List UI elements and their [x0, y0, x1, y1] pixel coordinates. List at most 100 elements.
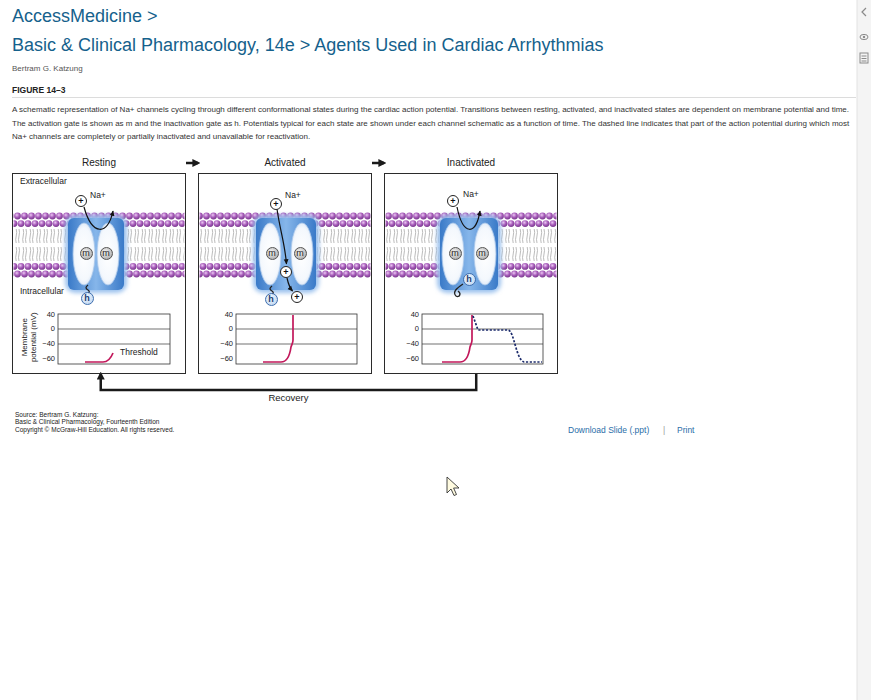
page-chrome: [862, 61, 867, 62]
gate-letter: h: [84, 294, 90, 303]
potential-graph: [58, 344, 170, 345]
potential-graph: [58, 314, 543, 364]
sodium-channel: [291, 223, 313, 285]
sodium-ion: +: [75, 195, 87, 207]
gate-letter: m: [451, 249, 459, 258]
source-line: Basic & Clinical Pharmacology, Fourteent…: [15, 418, 159, 425]
tick-label: 40: [411, 311, 419, 320]
potential-graph: [236, 314, 357, 364]
ion-label: Na+: [285, 191, 301, 201]
sodium-ion: +: [270, 198, 282, 210]
figure-number: FIGURE 14–3: [12, 86, 65, 96]
sodium-channel: [84, 207, 113, 229]
activation-gate: m: [80, 247, 93, 260]
page-chrome: [863, 36, 865, 38]
gate-letter: m: [268, 249, 276, 258]
gate-letter: h: [268, 295, 274, 304]
page-title: Basic & Clinical Pharmacology, 14e > Age…: [12, 35, 603, 57]
inactivation-gate: h: [463, 273, 476, 286]
sodium-ion: +: [447, 195, 459, 207]
gate-letter: m: [102, 249, 110, 258]
potential-graph: [422, 344, 543, 345]
page-chrome: [862, 56, 867, 57]
inactivation-gate: h: [81, 292, 94, 305]
tick-label: 40: [47, 311, 55, 320]
potential-graph: [58, 314, 170, 364]
threshold-label: Threshold: [120, 348, 158, 358]
page-chrome: [862, 58, 867, 59]
tick-label: 0: [415, 325, 419, 334]
sodium-channel: [65, 207, 501, 297]
edge-label: Recovery: [266, 393, 310, 404]
link-separator: |: [663, 426, 665, 436]
potential-graph: [236, 344, 357, 345]
potential-graph: [442, 315, 472, 362]
sodium-ion: +: [280, 266, 292, 278]
axis-title: Membrane potential (mV): [20, 308, 38, 366]
state-transition-arrow: [101, 374, 476, 390]
download-link: Download Slide (.ppt): [568, 426, 649, 436]
activation-gate: m: [266, 247, 279, 260]
source-line: Copyright © McGraw-Hill Education. All r…: [15, 426, 174, 433]
potential-graph: [58, 329, 170, 330]
sodium-channel: [457, 207, 480, 229]
sodium-channel: [442, 223, 464, 285]
gate-letter: +: [78, 197, 83, 206]
state-transition-arrow: [372, 162, 384, 165]
state-title: Resting: [82, 157, 116, 169]
mouse-cursor: [447, 477, 459, 496]
tick-label: −60: [220, 355, 233, 364]
inactivation-gate: h: [265, 293, 278, 306]
tick-label: 40: [225, 311, 233, 320]
ion-label: Na+: [463, 190, 479, 200]
activation-gate: m: [476, 247, 489, 260]
gate-letter: +: [294, 293, 299, 302]
region-label: Extracellular: [20, 177, 67, 187]
tick-label: −40: [42, 340, 55, 349]
mouse-cursor: [447, 477, 459, 496]
sodium-channel: [65, 215, 127, 293]
region-label: Intracellular: [20, 287, 64, 297]
state-title: Inactivated: [447, 157, 495, 169]
potential-graph: [473, 316, 542, 362]
gate-letter: +: [273, 200, 278, 209]
ion-label: Na+: [90, 191, 106, 201]
sodium-channel: [455, 284, 463, 297]
sodium-channel: [474, 223, 496, 285]
sodium-channel: [253, 215, 319, 293]
state-panel: ActivatedNa+400−40−60+mm+h+: [198, 154, 372, 374]
author-name: Bertram G. Katzung: [12, 64, 83, 73]
tick-label: 0: [229, 325, 233, 334]
gate-letter: m: [478, 249, 486, 258]
potential-graph: [422, 314, 543, 364]
tick-label: −60: [42, 355, 55, 364]
tick-label: −40: [220, 340, 233, 349]
tick-label: −40: [406, 340, 419, 349]
sodium-channel: [97, 223, 119, 285]
panel-frame: [12, 173, 186, 374]
potential-graph: [85, 353, 113, 362]
sodium-channel: [287, 278, 293, 291]
activation-gate: m: [449, 247, 462, 260]
gate-letter: m: [82, 249, 90, 258]
gate-letter: +: [450, 197, 455, 206]
page-chrome: [860, 53, 868, 63]
sodium-channel: [73, 223, 95, 285]
source-line: Source: Bertram G. Katzung:: [15, 411, 98, 418]
page-chrome: [857, 0, 858, 700]
site-name: AccessMedicine >: [12, 6, 158, 27]
page-chrome: [12, 0, 871, 700]
gate-letter: +: [283, 268, 288, 277]
page-chrome: [862, 8, 866, 16]
state-panel: RestingExtracellularNa+ IntracellularMemb…: [12, 154, 186, 374]
sodium-channel: [259, 223, 281, 285]
activation-gate: m: [100, 247, 113, 260]
page-chrome: [860, 34, 868, 39]
potential-graph: [236, 329, 357, 330]
tick-label: 0: [51, 325, 55, 334]
state-title: Activated: [264, 157, 305, 169]
sodium-channel: [437, 215, 501, 293]
page-chrome: [12, 97, 856, 98]
